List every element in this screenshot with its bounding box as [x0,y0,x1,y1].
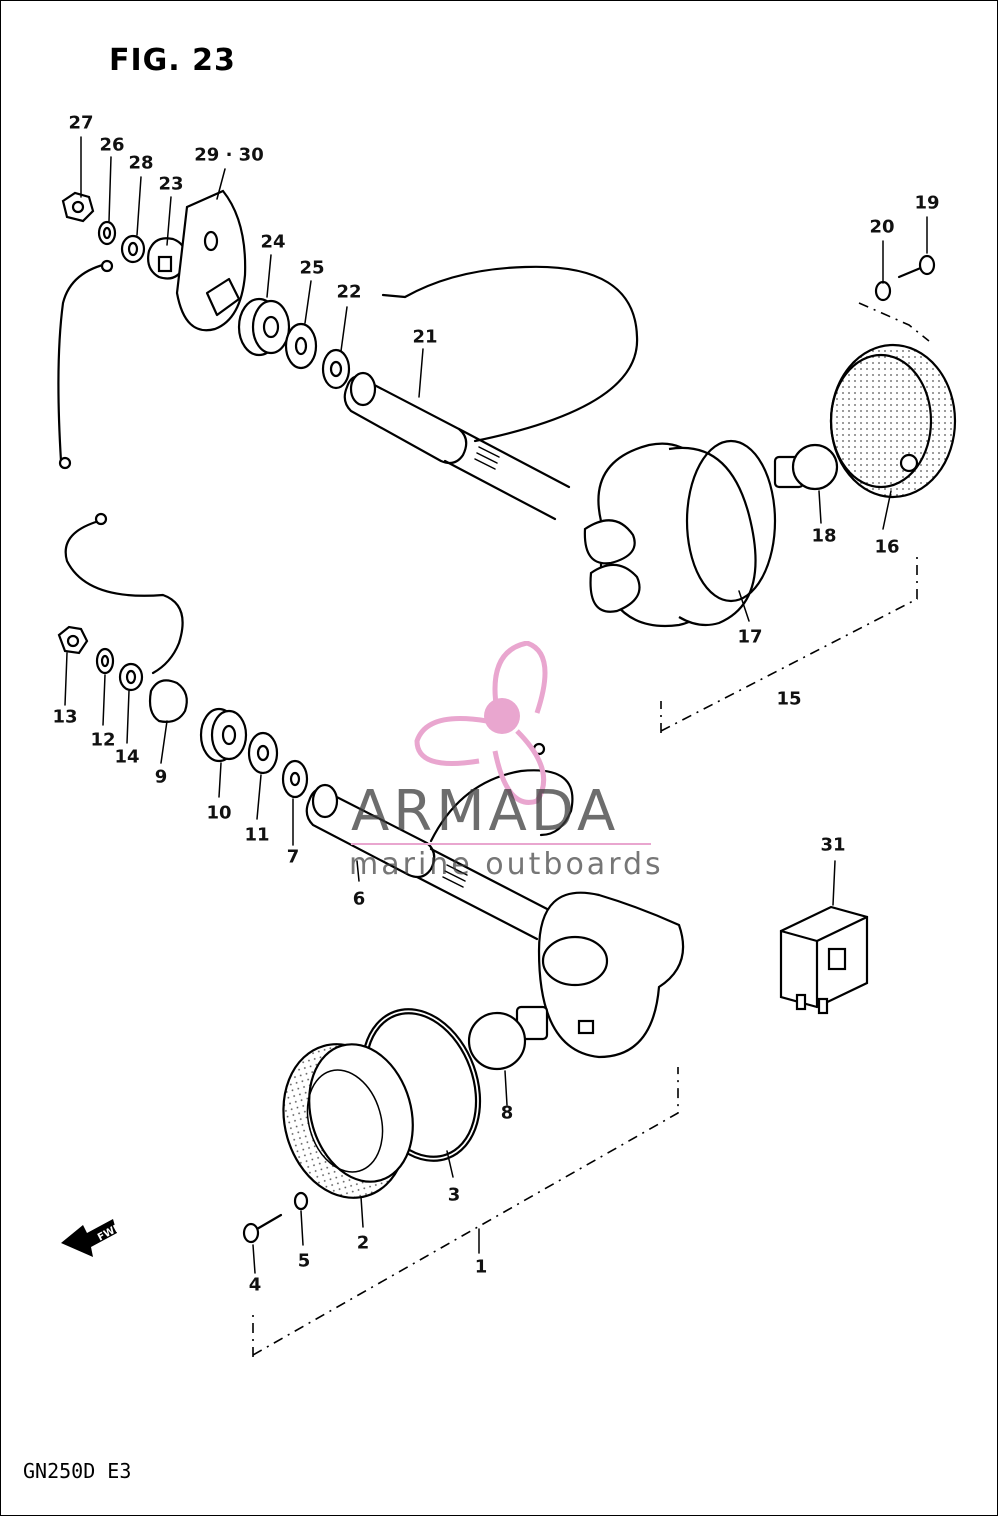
watermark-propeller-logo [414,641,548,805]
upper-ground-wire [57,261,113,463]
lower-signal-assembly [57,512,685,1357]
callout-1: 1 [474,1256,488,1278]
part-11-washer [247,731,279,775]
callout-4: 4 [248,1274,262,1296]
callout-24: 24 [260,231,286,253]
callout-19: 19 [914,192,940,214]
callout-12: 12 [90,729,116,751]
callout-26: 26 [99,134,125,156]
part-2-lens [282,1043,414,1199]
callout-23: 23 [158,173,184,195]
part-31-relay [779,905,869,1015]
part-18-bulb [773,443,839,491]
callout-18: 18 [811,525,837,547]
callout-22: 22 [336,281,362,303]
forward-arrow-icon [61,1219,117,1257]
callout-16: 16 [874,536,900,558]
callout-14: 14 [114,746,140,768]
part-28-washer [120,234,146,264]
part-6-stem [305,783,553,941]
callout-8: 8 [500,1102,514,1124]
callout-7: 7 [286,846,300,868]
part-25-washer [284,322,318,370]
part-12-washer [95,647,115,675]
part-9-socket [148,679,188,723]
callout-28: 28 [128,152,154,174]
callout-29-30: 29 · 30 [194,144,264,166]
lower-housing [537,891,685,1059]
part-26-washer [97,220,117,246]
callout-21: 21 [412,326,438,348]
callout-3: 3 [447,1184,461,1206]
callout-11: 11 [244,824,270,846]
watermark-brand: ARMADA [351,779,620,844]
part-22-lockwasher [321,348,351,390]
part-8-bulb [467,1005,549,1071]
callout-6: 6 [352,888,366,910]
callout-2: 2 [356,1232,370,1254]
callout-13: 13 [52,706,78,728]
callout-25: 25 [299,257,325,279]
figure-title: FIG. 23 [109,43,236,78]
part-5-washer [293,1191,309,1211]
upper-signal-assembly [57,189,957,733]
upper-signal-wire [381,265,639,443]
part-14-washer [118,662,144,692]
part-13-nut [57,625,89,655]
part-10-grommet [199,707,248,763]
part-19-screw [897,254,936,279]
part-20-washer [874,280,892,302]
part-17-housing [583,439,777,628]
model-code: GN250D E3 [23,1459,132,1483]
part-16-lens [829,343,957,499]
callout-20: 20 [869,216,895,238]
part-24-grommet [237,297,291,357]
watermark-tagline: marine outboards [349,847,664,882]
lower-signal-wire [429,769,574,843]
callout-27: 27 [68,112,94,134]
part-29-30-bracket [175,189,247,332]
part-4-screw [242,1213,283,1244]
callout-10: 10 [206,802,232,824]
assembly-1-bracket-line [252,1067,679,1357]
callout-15: 15 [776,688,802,710]
watermark-rule [351,843,651,845]
callout-31: 31 [820,834,846,856]
part-7-lockwasher [281,759,309,799]
part-21-stem [343,371,571,521]
callout-17: 17 [737,626,763,648]
part-27-nut [61,191,95,223]
lower-ground-wire [64,519,184,675]
assembly-15-bracket-line [660,553,918,733]
callout-9: 9 [154,766,168,788]
callout-5: 5 [297,1250,311,1272]
leader-lines [64,136,928,1274]
